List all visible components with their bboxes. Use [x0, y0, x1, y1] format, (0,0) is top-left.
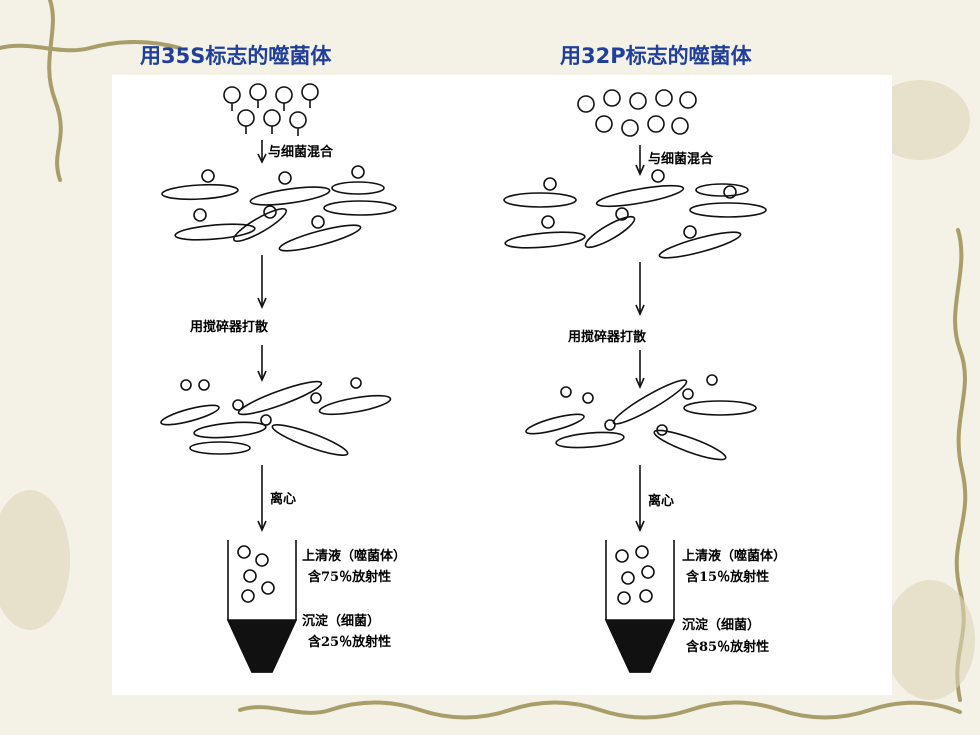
label-pellet-right: 沉淀（细菌）	[682, 618, 761, 633]
experiment-panel	[112, 75, 892, 695]
label-pellet-pct-right: 含85％放射性	[686, 640, 770, 655]
phage-group-right-top	[577, 89, 697, 137]
title-32p: 用32P标志的噬菌体	[560, 44, 752, 68]
label-mix-left: 与细菌混合	[268, 145, 334, 160]
label-blend-right: 用搅碎器打散	[568, 330, 647, 345]
bacteria-group-right-1	[503, 169, 767, 259]
label-supernatant-pct-left: 含75％放射性	[308, 570, 392, 585]
label-centrifuge-right: 离心	[648, 494, 675, 509]
bacteria-group-left-1	[161, 165, 397, 252]
label-centrifuge-left: 离心	[270, 492, 297, 507]
bacteria-group-left-2	[160, 377, 392, 456]
label-pellet-pct-left: 含25％放射性	[308, 635, 392, 650]
left-vine	[47, 0, 63, 182]
label-pellet-left: 沉淀（细菌）	[302, 614, 381, 629]
leaf-shape	[0, 490, 70, 630]
label-supernatant-right: 上清液（噬菌体）	[682, 549, 787, 564]
label-blend-left: 用搅碎器打散	[190, 320, 269, 335]
arrowhead	[257, 153, 267, 164]
bacteria-group-right-2	[525, 374, 757, 461]
label-supernatant-left: 上清液（噬菌体）	[302, 549, 407, 564]
leaf-shape	[870, 80, 970, 160]
top-vine	[0, 40, 182, 53]
phage-group-left-top	[223, 83, 319, 136]
pellet-left	[226, 619, 298, 673]
title-35s: 用35S标志的噬菌体	[140, 44, 332, 68]
label-mix-right: 与细菌混合	[648, 152, 714, 167]
pellet-right	[604, 619, 676, 673]
leaf-shape	[885, 580, 975, 700]
label-supernatant-pct-right: 含15％放射性	[686, 570, 770, 585]
bottom-vine	[238, 700, 962, 720]
